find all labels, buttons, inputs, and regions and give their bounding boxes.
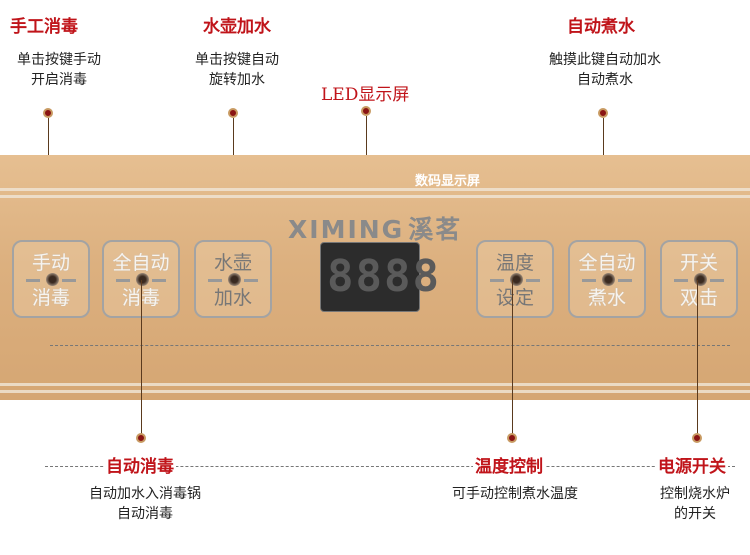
callout-desc-temperature-control: 可手动控制煮水温度	[430, 484, 600, 504]
button-indicator	[510, 273, 523, 286]
button-label-top: 水壶	[213, 252, 252, 274]
button-indicator	[136, 273, 149, 286]
desc-line: 触摸此键自动加水	[549, 52, 661, 68]
brand-chinese: 溪茗	[408, 215, 463, 244]
desc-line: 开启消毒	[31, 72, 87, 88]
leader-line	[512, 280, 513, 435]
auto-disinfect-button[interactable]: 全自动 消毒	[102, 240, 180, 318]
button-dash	[582, 279, 596, 282]
leader-dot	[507, 433, 517, 443]
button-indicator	[228, 273, 241, 286]
leader-dot	[228, 108, 238, 118]
button-dash	[490, 279, 504, 282]
brand-name: XIMING	[288, 215, 405, 244]
leader-line	[141, 280, 142, 435]
button-indicator	[46, 273, 59, 286]
panel-stripe	[0, 188, 750, 191]
panel-stripe	[0, 390, 750, 393]
desc-line: 的开关	[674, 506, 716, 522]
panel-stripe	[0, 195, 750, 198]
button-dash	[152, 279, 166, 282]
kettle-fill-button[interactable]: 水壶 加水	[194, 240, 272, 318]
callout-title-led-display: LED显示屏	[321, 85, 410, 105]
button-dash	[116, 279, 130, 282]
leader-dot	[136, 433, 146, 443]
digital-display-label: 数码显示屏	[415, 174, 481, 189]
bottom-dashed-line	[45, 466, 735, 468]
desc-line: 控制烧水炉	[660, 486, 730, 502]
button-dash	[526, 279, 540, 282]
button-label-top: 全自动	[578, 252, 636, 274]
desc-line: 单击按键手动	[17, 52, 101, 68]
button-label-top: 手动	[31, 252, 70, 274]
display-digits: 8888	[327, 251, 441, 302]
callout-desc-manual-disinfect: 单击按键手动 开启消毒	[0, 50, 118, 90]
callout-desc-kettle-fill: 单击按键自动 旋转加水	[178, 50, 296, 90]
button-dash	[710, 279, 724, 282]
callout-title-temperature-control: 温度控制	[473, 452, 545, 477]
desc-line: 单击按键自动	[195, 52, 279, 68]
desc-line: 自动消毒	[117, 506, 173, 522]
leader-dot	[43, 108, 53, 118]
panel-dashed-line	[50, 345, 730, 347]
leader-dot	[361, 106, 371, 116]
callout-title-auto-boil: 自动煮水	[567, 17, 635, 37]
button-label-bottom: 消毒	[31, 287, 70, 309]
callout-title-auto-disinfect: 自动消毒	[104, 452, 176, 477]
button-label-top: 全自动	[112, 252, 170, 274]
temperature-set-button[interactable]: 温度 设定	[476, 240, 554, 318]
leader-line	[697, 280, 698, 435]
callout-title-power-switch: 电源开关	[656, 452, 728, 477]
button-label-top: 开关	[679, 252, 718, 274]
button-dash	[208, 279, 222, 282]
callout-title-manual-disinfect: 手工消毒	[10, 17, 78, 37]
button-dash	[244, 279, 258, 282]
desc-line: 自动加水入消毒锅	[89, 486, 201, 502]
button-indicator	[602, 273, 615, 286]
button-dash	[26, 279, 40, 282]
auto-boil-button[interactable]: 全自动 煮水	[568, 240, 646, 318]
callout-title-kettle-fill: 水壶加水	[203, 17, 271, 37]
led-display: 8888	[320, 242, 439, 312]
button-label-bottom: 双击	[679, 287, 718, 309]
callout-desc-auto-disinfect: 自动加水入消毒锅 自动消毒	[70, 484, 220, 524]
button-label-top: 温度	[495, 252, 534, 274]
desc-line: 旋转加水	[209, 72, 265, 88]
manual-disinfect-button[interactable]: 手动 消毒	[12, 240, 90, 318]
button-label-bottom: 加水	[213, 287, 252, 309]
button-dash	[674, 279, 688, 282]
button-label-bottom: 消毒	[121, 287, 160, 309]
panel-stripe	[0, 383, 750, 386]
button-label-bottom: 煮水	[587, 287, 626, 309]
leader-line	[366, 116, 367, 176]
button-dash	[618, 279, 632, 282]
callout-desc-auto-boil: 触摸此键自动加水 自动煮水	[530, 50, 680, 90]
callout-desc-power-switch: 控制烧水炉 的开关	[645, 484, 745, 524]
leader-dot	[692, 433, 702, 443]
desc-line: 可手动控制煮水温度	[452, 486, 578, 502]
button-dash	[62, 279, 76, 282]
button-label-bottom: 设定	[495, 287, 534, 309]
leader-dot	[598, 108, 608, 118]
power-switch-button[interactable]: 开关 双击	[660, 240, 738, 318]
desc-line: 自动煮水	[577, 72, 633, 88]
